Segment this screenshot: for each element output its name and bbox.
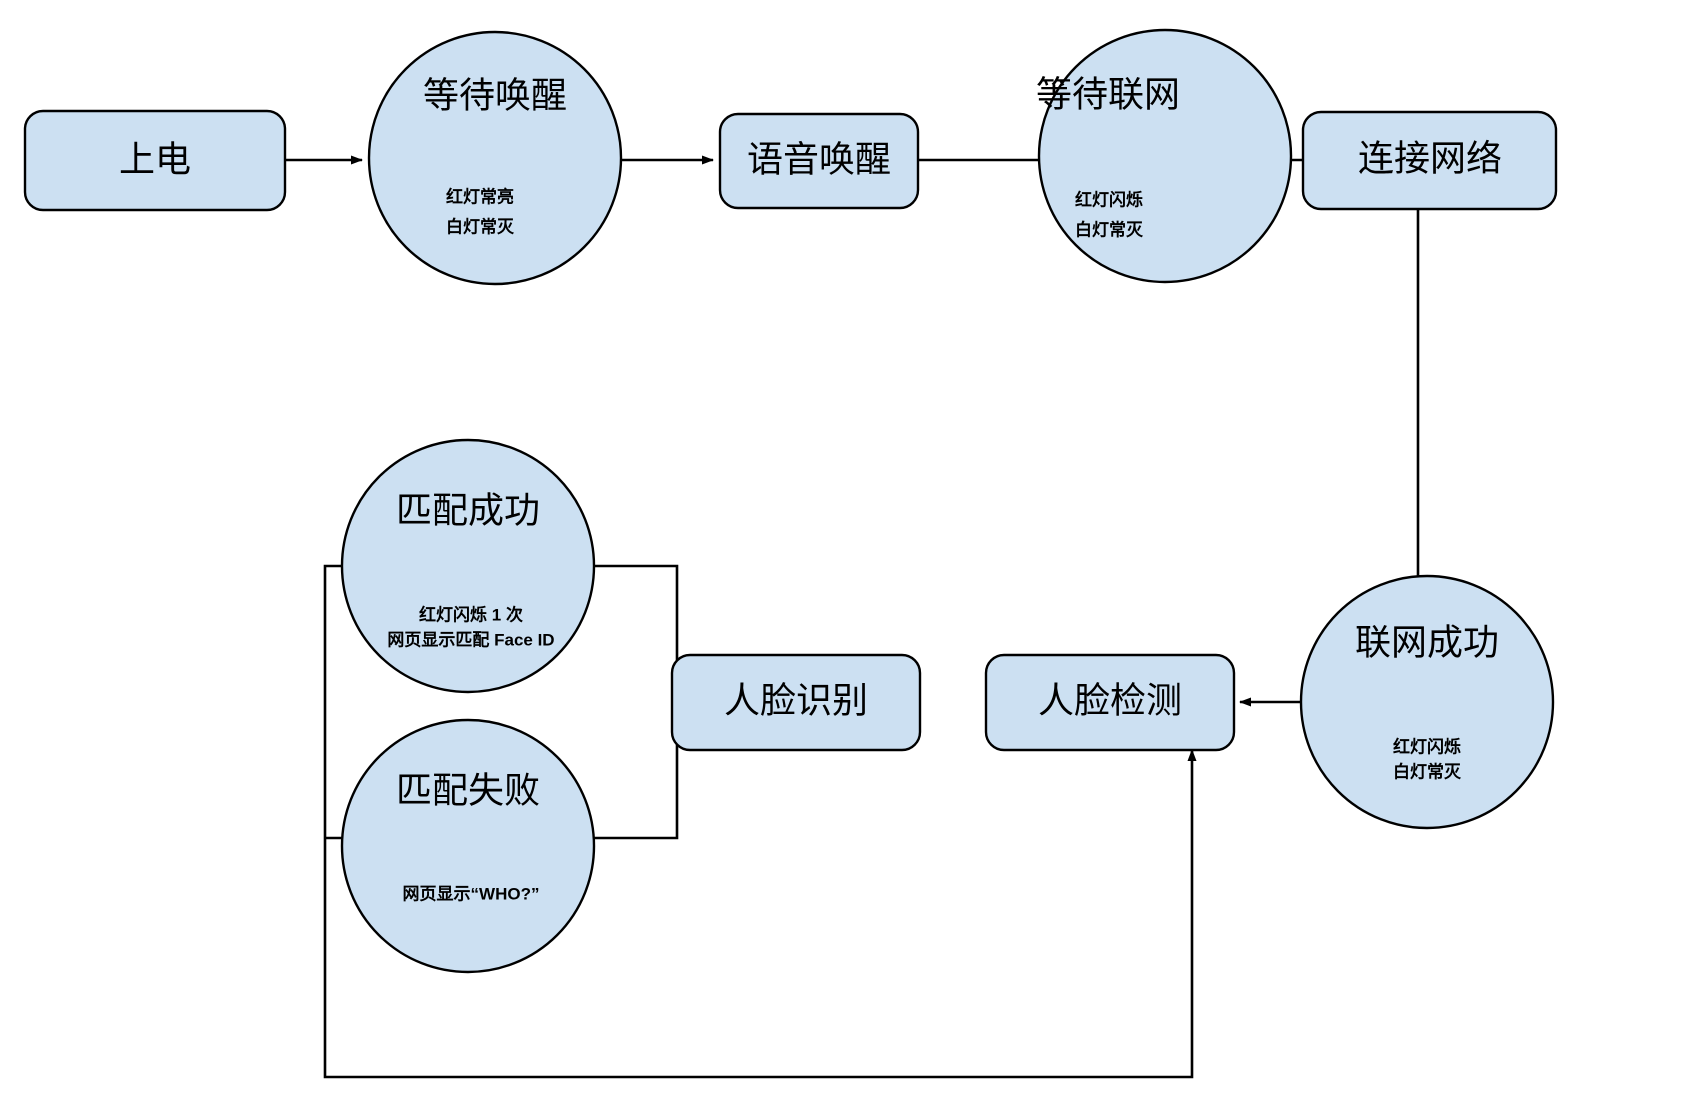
node-connect-network-shape: [1301, 110, 1558, 211]
node-voice-wakeup-label: 语音唤醒: [747, 139, 891, 180]
node-face-recognize[interactable]: 人脸识别: [670, 653, 922, 752]
node-match-fail-shape: [340, 718, 596, 974]
node-face-recognize-shape: [670, 653, 922, 752]
node-voice-wakeup-shape: [718, 112, 920, 210]
node-power-on-shape: [23, 109, 287, 212]
node-face-detect-label: 人脸检测: [1038, 680, 1182, 721]
node-face-detect[interactable]: 人脸检测: [984, 653, 1236, 752]
node-network-success[interactable]: 联网成功 红灯闪烁 白灯常灭: [1299, 574, 1555, 830]
node-face-detect-shape: [984, 653, 1236, 752]
node-match-success-sub-2: 网页显示匹配 Face ID: [387, 630, 554, 649]
node-wait-wakeup-sub-2: 白灯常灭: [446, 216, 515, 236]
node-power-on-label: 上电: [119, 139, 191, 180]
node-wait-network-sub-1: 红灯闪烁: [1075, 189, 1143, 209]
node-wait-network-sub-2: 白灯常灭: [1075, 219, 1144, 239]
node-wait-wakeup-sub-1: 红灯常亮: [446, 186, 514, 206]
edge-match-success-left-branch: [323, 564, 1197, 1079]
node-wait-wakeup[interactable]: 等待唤醒 红灯常亮 白灯常灭: [367, 30, 623, 286]
edge-face-recognize-to-match-fail: [594, 702, 679, 840]
node-network-success-label: 联网成功: [1355, 622, 1499, 663]
node-connect-network-label: 连接网络: [1358, 138, 1502, 179]
node-face-recognize-label: 人脸识别: [724, 680, 868, 721]
node-match-success-label: 匹配成功: [396, 490, 540, 531]
node-match-fail-label: 匹配失败: [396, 770, 540, 811]
node-wait-wakeup-label: 等待唤醒: [423, 75, 567, 116]
node-wait-network-label: 等待联网: [1036, 74, 1180, 115]
node-match-fail-sub-1: 网页显示“WHO?”: [403, 884, 540, 903]
node-match-success-shape: [340, 438, 596, 694]
node-wait-network-shape: [1037, 28, 1293, 284]
node-match-success-sub-1: 红灯闪烁 1 次: [419, 604, 523, 624]
node-voice-wakeup[interactable]: 语音唤醒: [718, 112, 920, 210]
node-network-success-sub-2: 白灯常灭: [1393, 761, 1462, 781]
node-wait-network[interactable]: 等待联网 红灯闪烁 白灯常灭: [1036, 28, 1293, 284]
node-network-success-sub-1: 红灯闪烁: [1393, 736, 1461, 756]
node-match-success[interactable]: 匹配成功 红灯闪烁 1 次 网页显示匹配 Face ID: [340, 438, 596, 694]
node-power-on[interactable]: 上电: [23, 109, 287, 212]
node-wait-wakeup-shape: [367, 30, 623, 286]
node-match-fail[interactable]: 匹配失败 网页显示“WHO?”: [340, 718, 596, 974]
node-network-success-shape: [1299, 574, 1555, 830]
node-connect-network[interactable]: 连接网络: [1301, 110, 1558, 211]
